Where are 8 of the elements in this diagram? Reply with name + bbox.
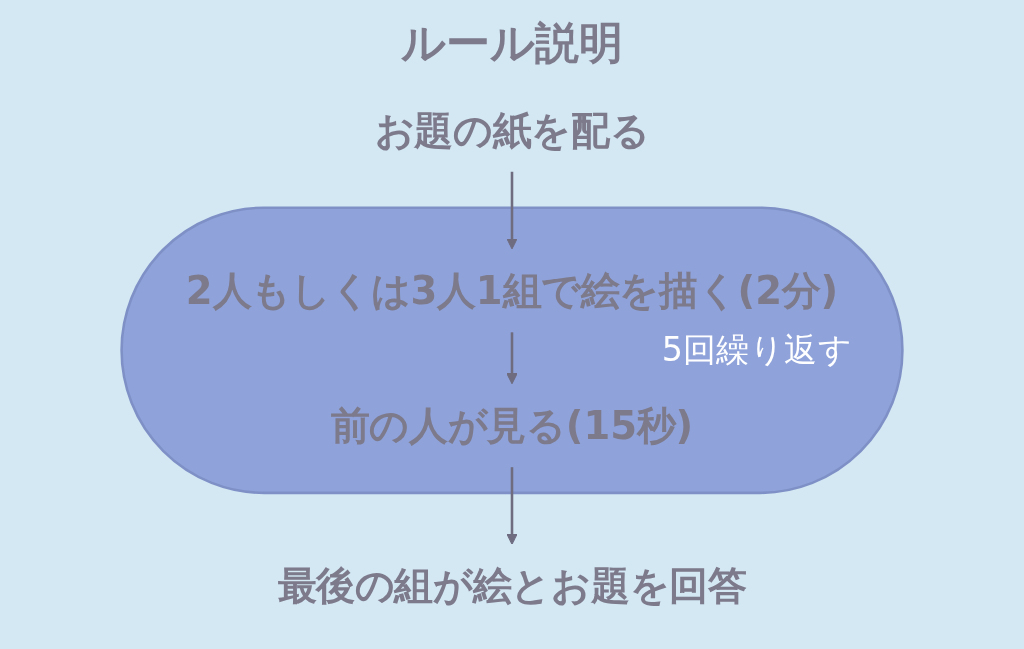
node-text: 2人もしくは3人1組で絵を描く(2分) [185,268,839,314]
arrow [506,171,518,250]
node-text: 最後の組が絵とお題を回答 [277,563,747,609]
title: ルール説明 [401,16,623,70]
node-text: 前の人が見る(15秒) [330,402,694,448]
node-text: お題の紙を配る [374,107,650,153]
arrow [506,467,518,545]
arrow [506,332,518,385]
